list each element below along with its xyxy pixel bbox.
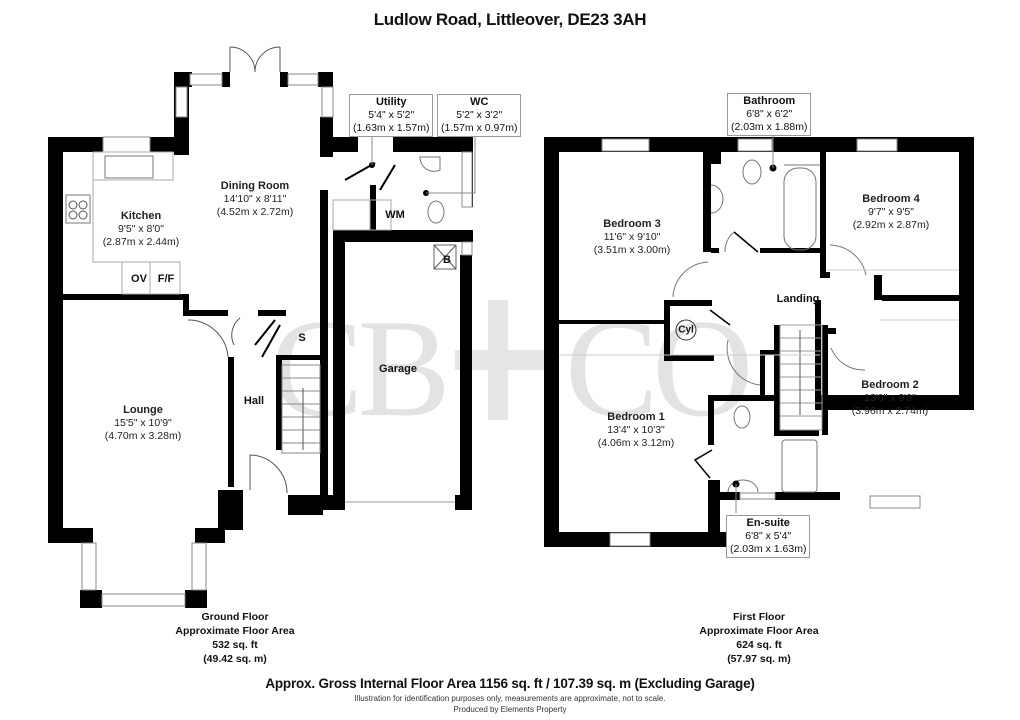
room-label-kitchen: Kitchen 9'5" x 8'0" (2.87m x 2.44m) — [102, 210, 180, 248]
fixture-storage: S — [298, 332, 306, 344]
ground-floor-area: Ground Floor Approximate Floor Area 532 … — [175, 611, 295, 665]
fixture-fridge-freezer: F/F — [157, 273, 175, 285]
room-label-bedroom-4: Bedroom 4 9'7" x 9'5" (2.92m x 2.87m) — [852, 193, 930, 231]
room-label-wc: WC 5'2" x 3'2" (1.57m x 0.97m) — [437, 94, 522, 137]
fixture-boiler: B — [443, 254, 451, 266]
fixture-washing-machine: WM — [385, 209, 405, 221]
first-floor-area: First Floor Approximate Floor Area 624 s… — [699, 611, 819, 665]
room-label-bathroom: Bathroom 6'8" x 6'2" (2.03m x 1.88m) — [727, 93, 812, 136]
producer-credit: Produced by Elements Property — [453, 705, 567, 714]
room-label-hall: Hall — [243, 395, 265, 407]
room-label-ensuite: En-suite 6'8" x 5'4" (2.03m x 1.63m) — [726, 515, 811, 558]
fixture-oven: OV — [131, 273, 147, 285]
watermark-co: CO — [565, 291, 754, 446]
room-label-utility: Utility 5'4" x 5'2" (1.63m x 1.57m) — [349, 94, 434, 137]
room-label-dining-room: Dining Room 14'10" x 8'11" (4.52m x 2.72… — [216, 180, 294, 218]
room-label-garage: Garage — [379, 363, 417, 375]
room-label-bedroom-3: Bedroom 3 11'6" x 9'10" (3.51m x 3.00m) — [593, 218, 671, 256]
fixture-cylinder: Cyl — [678, 324, 694, 336]
watermark-cb: CB — [270, 291, 451, 446]
page-title: Ludlow Road, Littleover, DE23 3AH — [373, 10, 647, 29]
room-label-bedroom-1: Bedroom 1 13'4" x 10'3" (4.06m x 3.12m) — [597, 411, 675, 449]
disclaimer: Illustration for identification purposes… — [354, 694, 666, 703]
gross-floor-area: Approx. Gross Internal Floor Area 1156 s… — [265, 676, 755, 691]
room-label-landing: Landing — [776, 293, 820, 305]
room-label-bedroom-2: Bedroom 2 13'0" x 9'0" (3.96m x 2.74m) — [851, 379, 929, 417]
room-label-lounge: Lounge 15'5" x 10'9" (4.70m x 3.28m) — [104, 404, 182, 442]
